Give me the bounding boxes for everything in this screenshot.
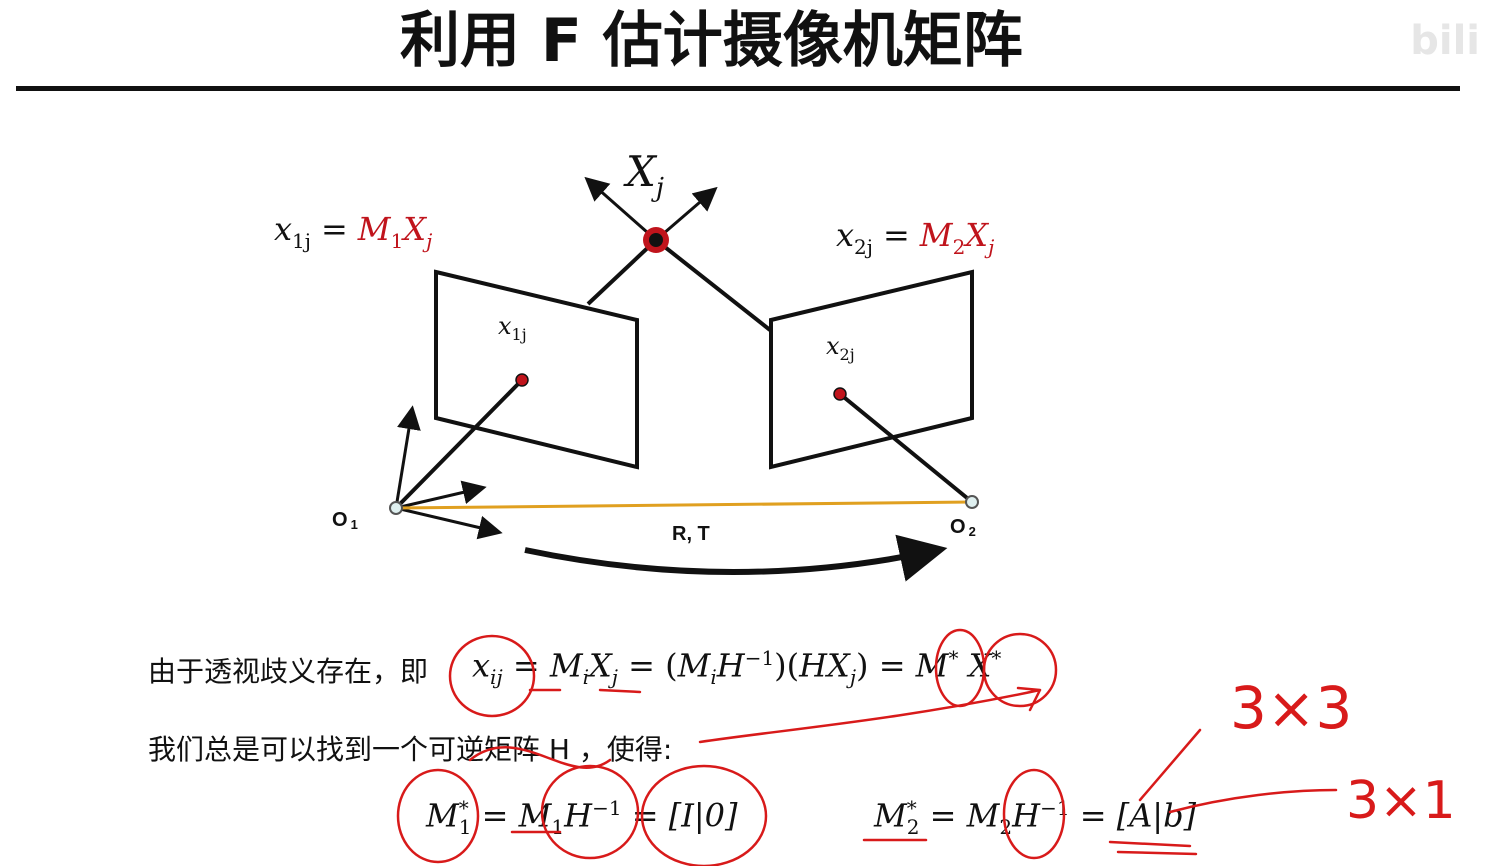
motion-curve-arrow [524, 534, 948, 582]
right-image-point [833, 387, 847, 401]
right-image-plane [769, 269, 974, 470]
ray-right-lower [838, 392, 974, 504]
right-projection-equation: x2j=M2Xj [836, 216, 994, 259]
right-plane-label: x2j [826, 332, 855, 364]
world-point-inner [649, 233, 663, 247]
circle-h-inverse-left [540, 764, 640, 860]
ambiguity-text: 由于透视歧义存在，即 [148, 655, 429, 688]
circle-i0 [640, 764, 768, 866]
bilibili-watermark: bili [1410, 18, 1480, 64]
circle-h-inverse-right [1002, 768, 1066, 860]
camera-center-left [389, 501, 403, 515]
arrow-to-invertible [698, 686, 1042, 744]
title-underline [16, 86, 1460, 91]
world-point-label: Xj [623, 147, 664, 203]
circle-m-star [934, 628, 986, 708]
circle-x-ij [448, 634, 536, 718]
note-3x3: 3×3 [1230, 674, 1352, 742]
underline-mi-xj [528, 688, 642, 694]
underline-ab [1108, 840, 1198, 856]
camera2-equation: M*2 = M2H−1 = [A|b] [874, 796, 1197, 840]
circle-x-star [982, 632, 1058, 708]
stroke-to-3x1 [1168, 788, 1338, 814]
left-plane-label: x1j [498, 312, 527, 344]
camera-center-right [965, 495, 979, 509]
ambiguity-equation: xij = MiXj = (MiH−1)(HXj) = M* X* [472, 646, 1002, 690]
circle-m1-star [396, 768, 480, 864]
camera-axis-low-arrow [395, 506, 503, 540]
ray-left-lower [394, 378, 524, 510]
baseline-label: R, T [672, 523, 710, 545]
left-image-plane [434, 269, 639, 470]
invertible-matrix-text: 我们总是可以找到一个可逆矩阵 H ，使得: [148, 733, 673, 766]
stroke-to-3x3 [1138, 728, 1202, 802]
ray-right-upper [654, 238, 772, 332]
left-image-point [515, 373, 529, 387]
baseline [395, 500, 973, 510]
camera-axis-up-arrow [394, 405, 421, 509]
left-projection-equation: x1j=M1Xj [274, 210, 432, 253]
note-3x1: 3×1 [1346, 771, 1456, 831]
slide-title: 利用 F 估计摄像机矩阵 [400, 6, 1023, 76]
scribble-under-h [468, 746, 612, 769]
point-axis-left-arrow [584, 176, 657, 242]
ray-left-upper [586, 238, 658, 306]
camera-axis-mid-arrow [395, 480, 487, 510]
